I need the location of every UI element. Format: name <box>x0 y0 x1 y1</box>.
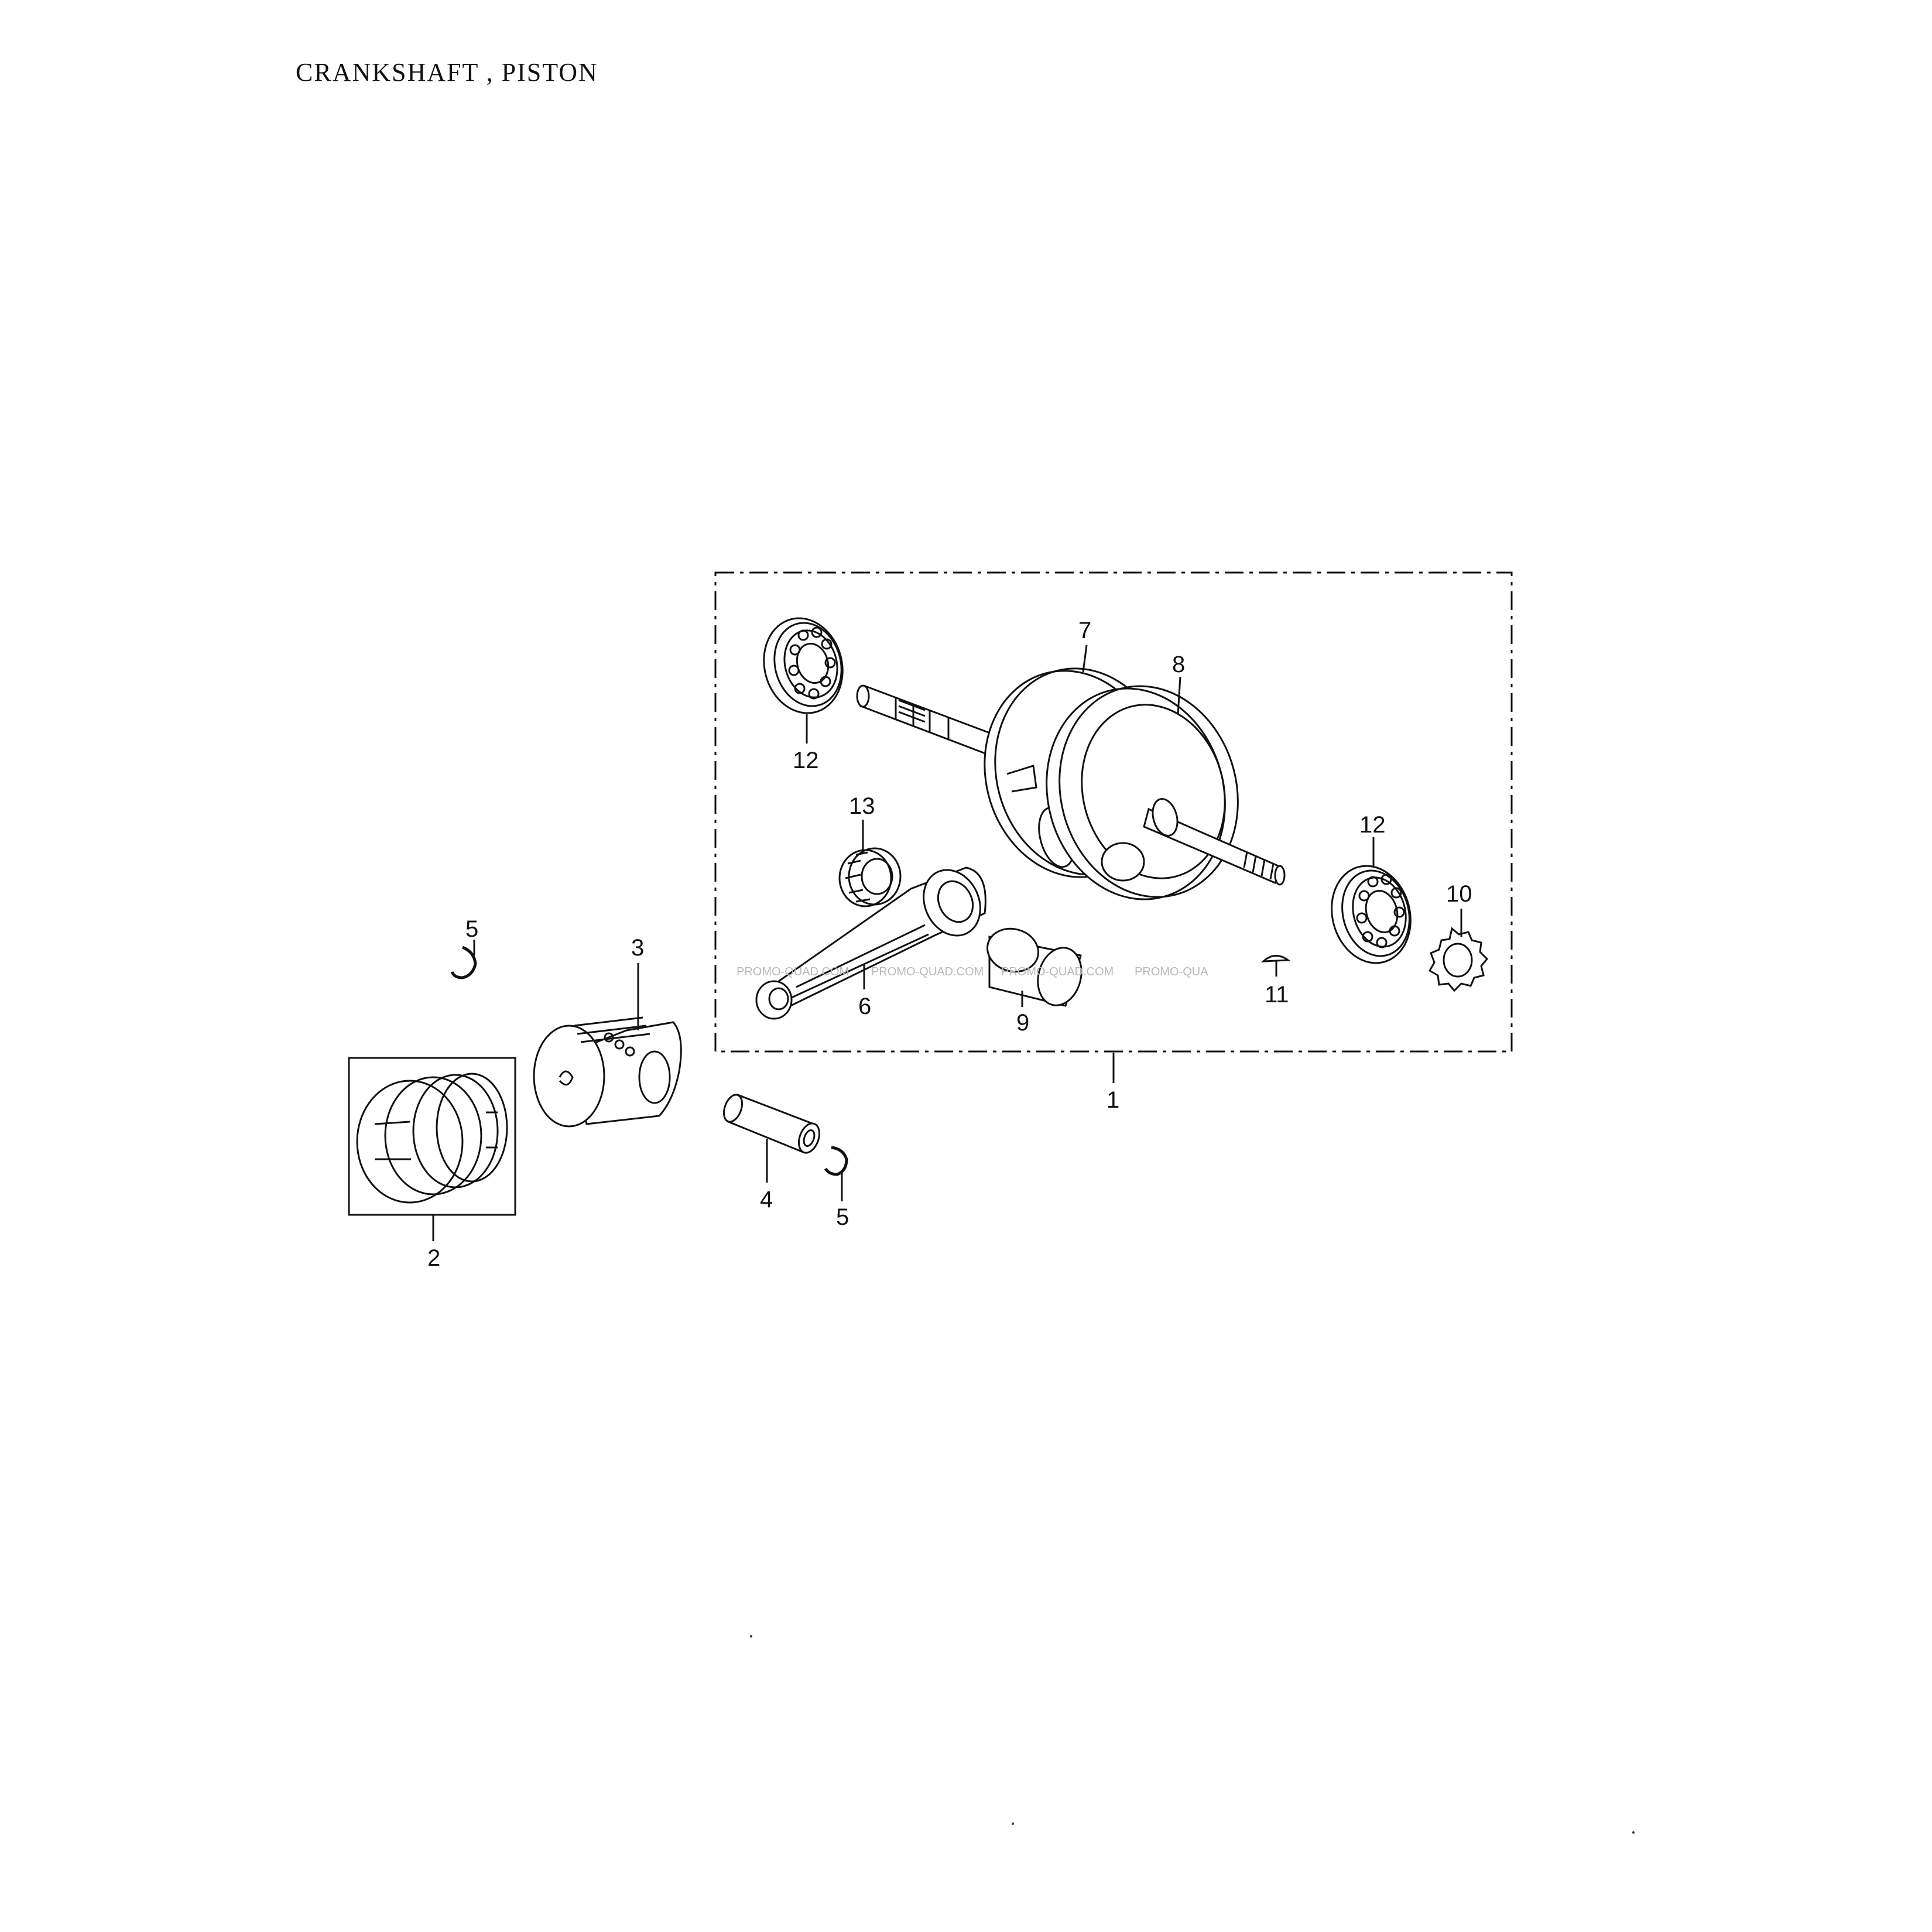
callout-9: 9 <box>1016 1010 1029 1036</box>
leader-lines <box>432 645 1462 1241</box>
watermark-1: PROMO-QUAD.COM <box>737 965 849 978</box>
woodruff-key-11[interactable] <box>1260 955 1291 962</box>
callout-1: 1 <box>1107 1087 1119 1113</box>
piston-pin-4[interactable] <box>721 1092 823 1156</box>
piston-rings-2[interactable] <box>356 1073 508 1204</box>
callout-4: 4 <box>760 1187 773 1212</box>
watermark-2: PROMO-QUAD.COM <box>871 965 984 978</box>
scan-dot <box>1632 1831 1635 1834</box>
callout-8: 8 <box>1172 652 1185 677</box>
callout-3: 3 <box>631 935 644 961</box>
callout-10: 10 <box>1446 881 1472 907</box>
circlip-bottom-5[interactable] <box>824 1146 848 1176</box>
bearing-right[interactable] <box>1321 857 1421 972</box>
piston-ring-box <box>348 1057 516 1216</box>
crank-pin-9[interactable] <box>982 923 1088 1010</box>
needle-bearing-13[interactable] <box>838 847 902 907</box>
watermark-3: PROMO-QUAD.COM <box>1001 965 1114 978</box>
crankshaft-assembly-frame <box>714 571 1513 1053</box>
watermark-4: PROMO-QUA <box>1135 965 1208 978</box>
crank-web-8[interactable] <box>1023 666 1261 919</box>
callout-13: 13 <box>849 793 875 819</box>
crankshaft-left-shaft <box>856 684 1003 762</box>
callout-2: 2 <box>427 1245 440 1271</box>
callout-7: 7 <box>1078 618 1091 643</box>
callout-5-bottom: 5 <box>836 1204 849 1230</box>
callout-12-left: 12 <box>793 748 819 773</box>
connecting-rod-6[interactable] <box>755 861 991 1020</box>
gear-10[interactable] <box>1428 927 1489 992</box>
bearing-left[interactable] <box>753 609 853 722</box>
scan-dot <box>1012 1823 1014 1825</box>
callout-6: 6 <box>858 994 871 1019</box>
scan-dot <box>750 1635 752 1638</box>
callout-12-right: 12 <box>1359 812 1386 838</box>
crankshaft-right-shaft <box>1143 798 1286 886</box>
callout-11: 11 <box>1265 982 1289 1008</box>
diagram-title: CRANKSHAFT , PISTON <box>296 58 598 87</box>
circlip-top-5[interactable] <box>450 946 477 979</box>
piston-3[interactable] <box>533 1016 682 1128</box>
callout-5-top: 5 <box>465 916 478 942</box>
